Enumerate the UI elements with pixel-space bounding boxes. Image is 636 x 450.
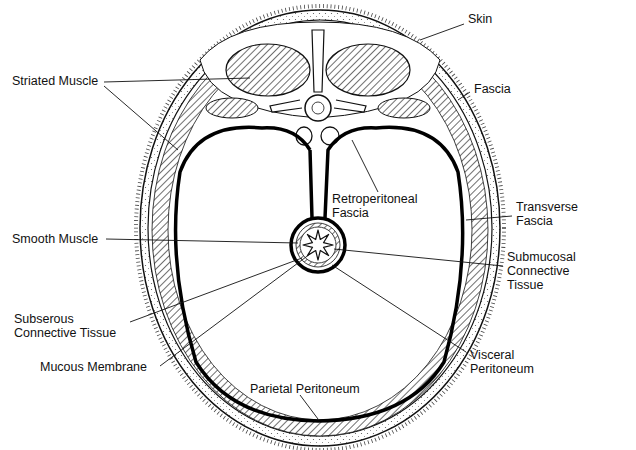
leader-line: [334, 249, 503, 266]
leader-line: [160, 254, 310, 366]
part-label: Submucosal Connective Tissue: [507, 250, 583, 292]
part-label: Transverse Fascia: [516, 200, 588, 228]
leader-line: [300, 395, 318, 419]
muscle-outline: [168, 40, 472, 420]
intestine-muscle: [296, 223, 340, 267]
part-label: Subserous Connective Tissue: [14, 312, 126, 340]
leader-line: [104, 78, 250, 82]
leader-line: [106, 239, 298, 243]
vertebral-body: [312, 102, 324, 114]
leader-lines: [104, 24, 512, 419]
psoas-muscle: [378, 98, 430, 118]
skin-hair: [136, 6, 504, 450]
spinous-process: [312, 30, 324, 92]
epaxial-muscle: [326, 44, 410, 96]
skin: [140, 10, 500, 446]
part-label: Fascia: [474, 82, 534, 96]
epaxial-muscle: [226, 44, 310, 96]
leader-line: [458, 92, 470, 100]
part-label: Smooth Muscle: [12, 232, 112, 246]
part-label: Parietal Peritoneum: [250, 382, 380, 396]
part-label: Visceral Peritoneum: [470, 348, 546, 376]
fascia: [148, 20, 492, 436]
leader-line: [130, 258, 302, 322]
leader-line: [466, 216, 512, 220]
part-label: Skin: [468, 12, 528, 26]
part-label: Retroperitoneal Fascia: [332, 192, 427, 220]
part-label: Striated Muscle: [12, 74, 112, 88]
vertebral-body: [305, 95, 331, 121]
leader-line: [332, 265, 466, 352]
psoas-muscle: [206, 98, 258, 118]
intestine-serosa: [291, 218, 345, 272]
muscle-outline: [152, 24, 488, 436]
part-label: Mucous Membrane: [40, 360, 160, 374]
leader-line: [104, 86, 178, 150]
leader-line: [352, 140, 378, 192]
parietal-peritoneum: [176, 127, 463, 421]
leader-line: [420, 24, 464, 40]
